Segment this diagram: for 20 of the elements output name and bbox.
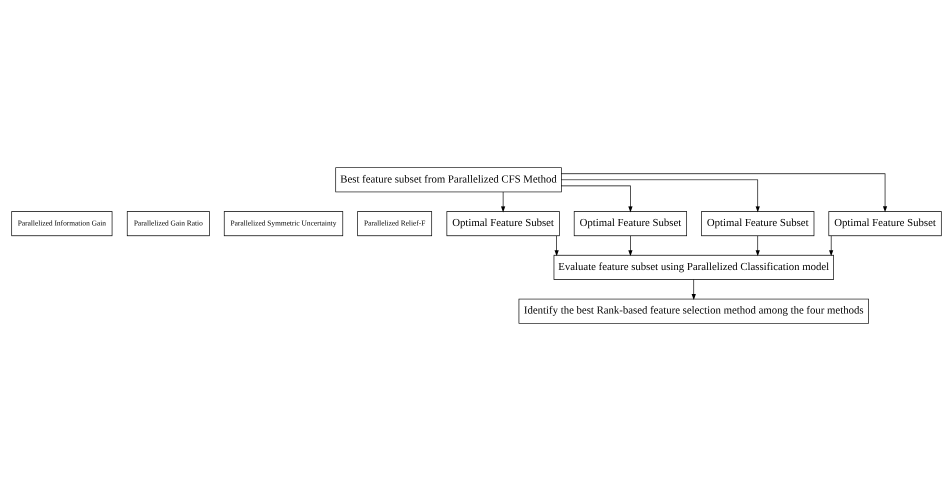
- node-box: Identify the best Rank-based feature selection method among the four methods: [518, 298, 868, 324]
- arrow: [628, 235, 632, 256]
- node-box: Optimal Feature Subset: [828, 211, 942, 236]
- arrow: [755, 235, 760, 256]
- node-box: Optimal Feature Subset: [700, 211, 814, 236]
- node-box: Parallelized Symmetric Uncertainty: [223, 211, 343, 236]
- arrow: [560, 186, 632, 212]
- arrow: [828, 235, 833, 256]
- node-box: Evaluate feature subset using Parallelized Classification model: [553, 254, 834, 280]
- node-box: Best feature subset from Parallelized CFS Method: [334, 167, 562, 192]
- node-box: Parallelized Gain Ratio: [126, 211, 210, 236]
- arrow: [554, 235, 558, 256]
- node-box: Parallelized Relief-F: [356, 211, 432, 236]
- arrow: [691, 279, 696, 300]
- node-box: Optimal Feature Subset: [573, 211, 687, 236]
- node-box: Parallelized Information Gain: [10, 211, 112, 236]
- arrow: [500, 192, 505, 212]
- arrow: [560, 173, 887, 212]
- arrow: [560, 179, 760, 212]
- node-box: Optimal Feature Subset: [446, 211, 560, 236]
